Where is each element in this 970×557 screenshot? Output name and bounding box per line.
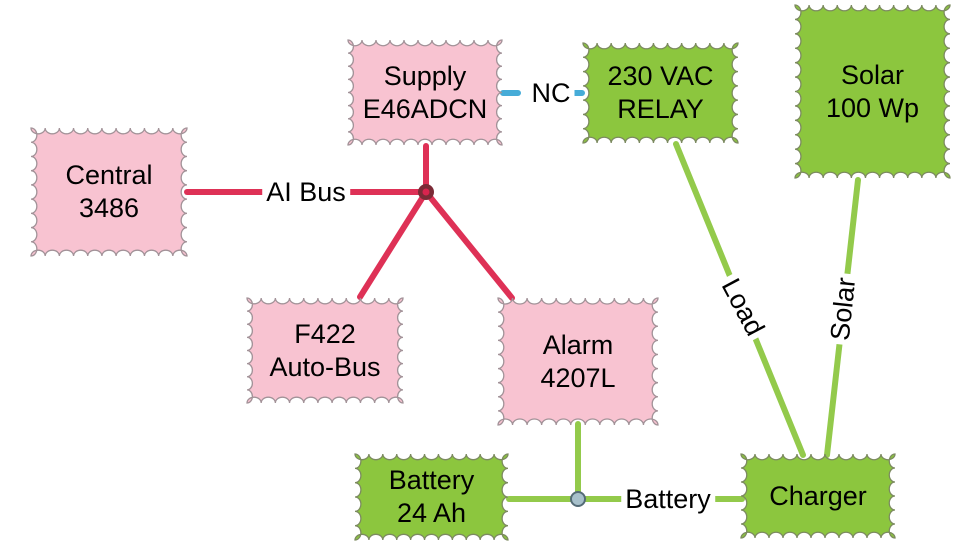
edge-junction-to-alarm-line bbox=[423, 189, 515, 301]
node-relay-stamp bbox=[582, 42, 739, 144]
edge-solar-to-charger-line bbox=[824, 177, 861, 458]
node-alarm-stamp bbox=[497, 297, 659, 426]
node-solar-stamp bbox=[794, 4, 951, 179]
bus-junction-dot-center bbox=[422, 188, 430, 196]
node-central-stamp bbox=[30, 127, 188, 257]
node-f422-stamp bbox=[246, 297, 404, 404]
node-supply-stamp bbox=[347, 39, 503, 146]
edge-junction-to-f422-line bbox=[357, 189, 429, 300]
node-charger-stamp bbox=[740, 453, 896, 539]
edge-relay-to-charger-line bbox=[673, 141, 806, 458]
node-battery-stamp bbox=[354, 453, 509, 541]
battery-junction-dot bbox=[570, 491, 586, 507]
